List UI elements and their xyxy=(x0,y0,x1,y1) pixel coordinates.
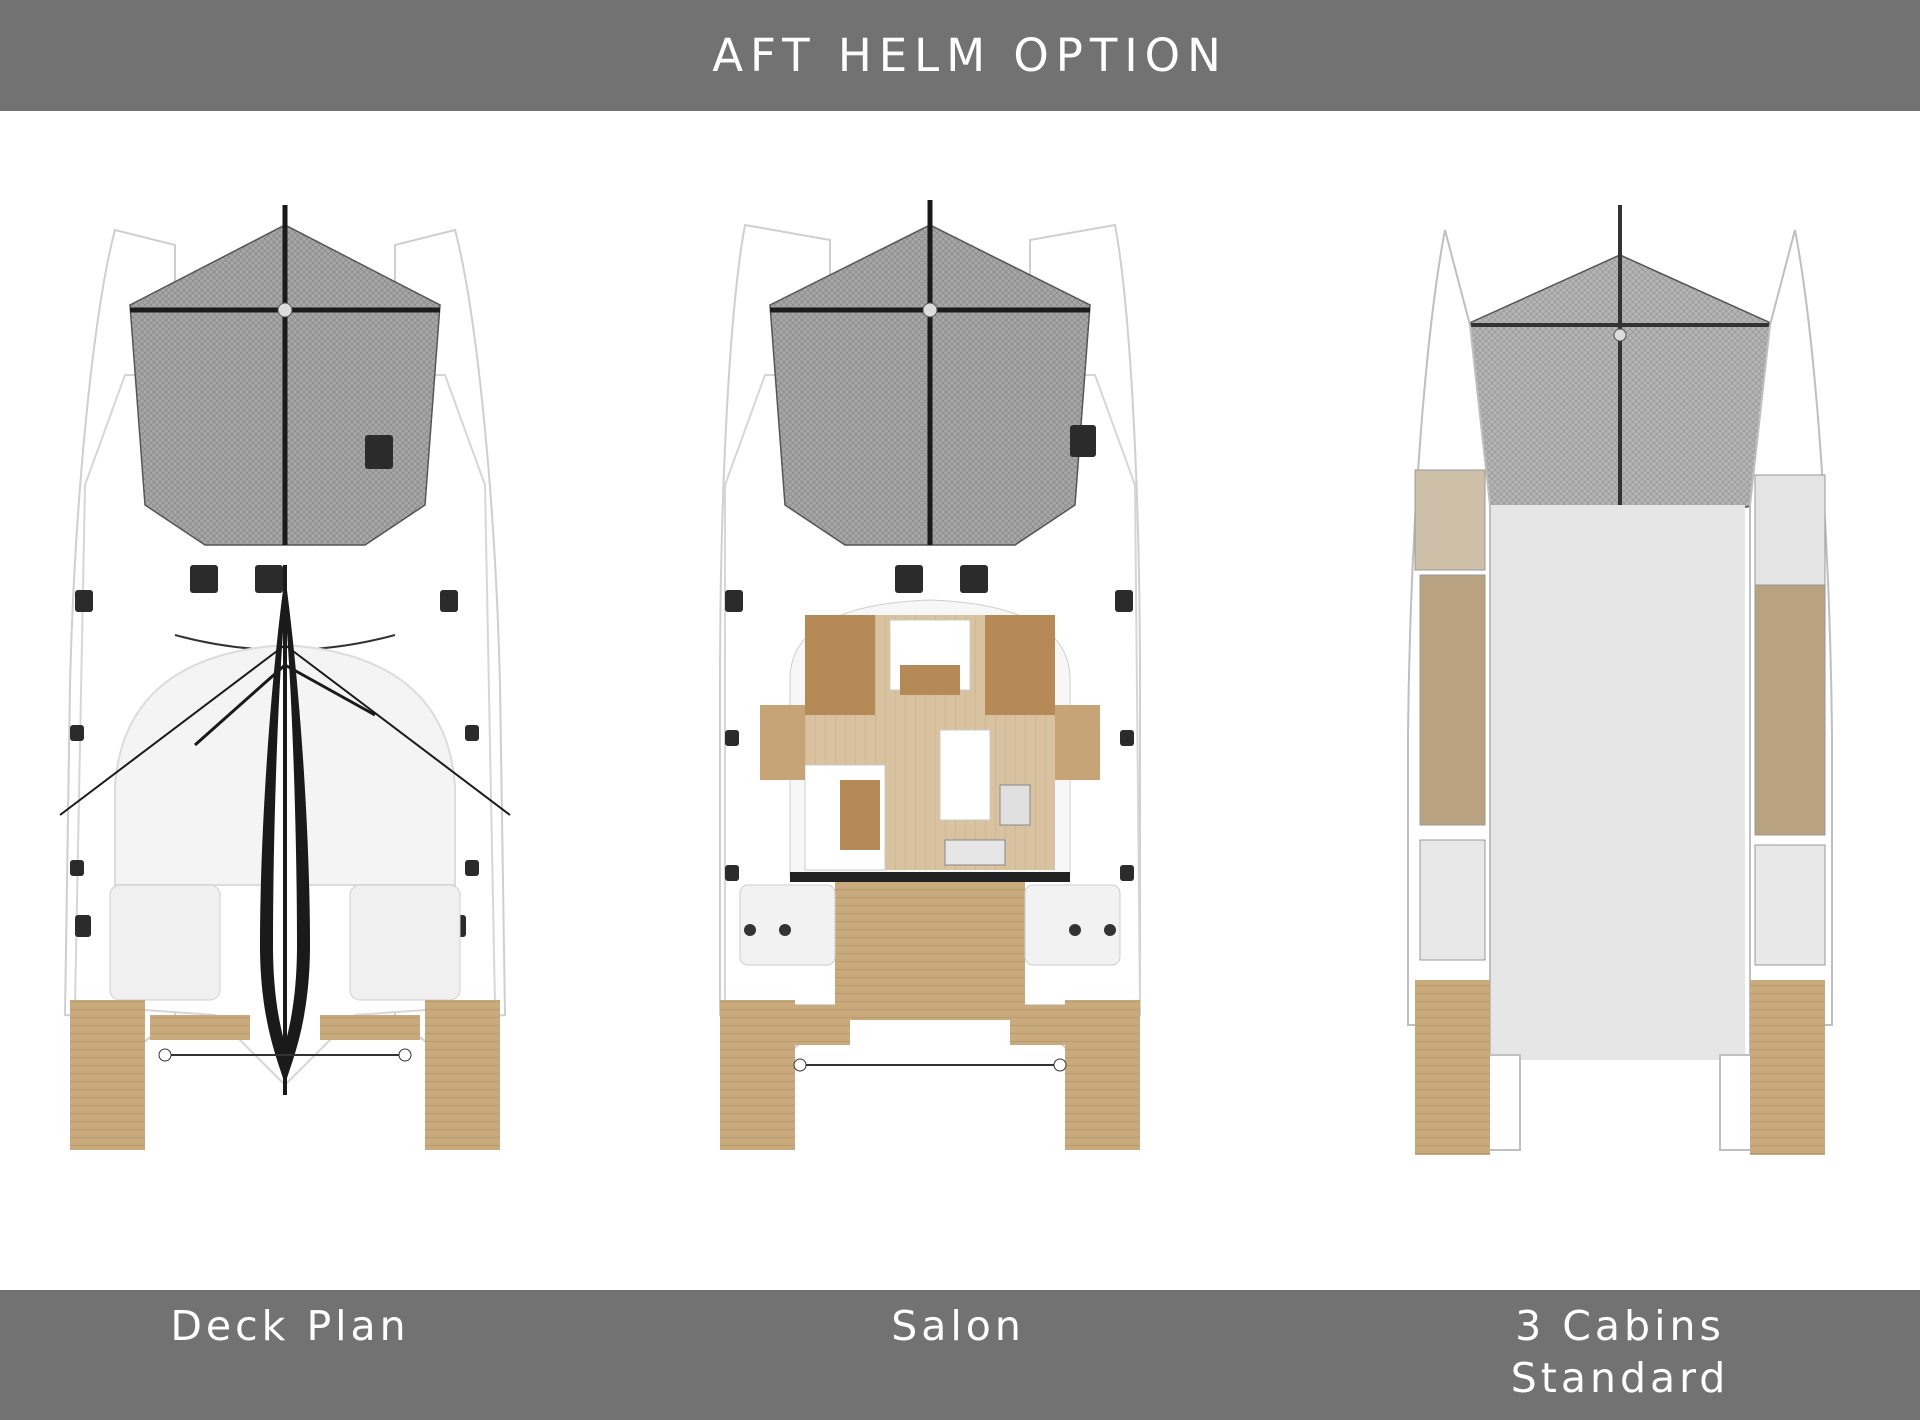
deck-plan-svg xyxy=(59,205,511,1150)
port-teak-step xyxy=(720,1000,795,1150)
starboard-teak-step xyxy=(1065,1000,1140,1150)
caption-cabins: 3 Cabins Standard xyxy=(1320,1300,1920,1404)
galley-counter xyxy=(805,615,875,715)
salon-plan-svg xyxy=(719,200,1142,1150)
cabins-plan-svg xyxy=(1407,205,1833,1155)
title-bar: AFT HELM OPTION xyxy=(0,0,1920,111)
caption-cabins-line-2: Standard xyxy=(1510,1354,1730,1402)
port-teak-step xyxy=(70,1000,145,1150)
deck-plan-drawing xyxy=(55,185,515,1175)
caption-cabins-line-1: 3 Cabins xyxy=(1515,1302,1725,1350)
caption-bar: Deck Plan Salon 3 Cabins Standard xyxy=(0,1290,1920,1420)
bridgedeck-void xyxy=(1490,505,1745,1060)
salon-plan-drawing xyxy=(715,185,1175,1175)
cabins-plan-drawing xyxy=(1390,185,1850,1175)
caption-deck-plan: Deck Plan xyxy=(0,1300,590,1352)
page-title: AFT HELM OPTION xyxy=(712,29,1228,82)
caption-salon-line: Salon xyxy=(891,1302,1025,1350)
starboard-teak-step xyxy=(425,1000,500,1150)
caption-deck-plan-line: Deck Plan xyxy=(170,1302,410,1350)
caption-salon: Salon xyxy=(658,1300,1258,1352)
